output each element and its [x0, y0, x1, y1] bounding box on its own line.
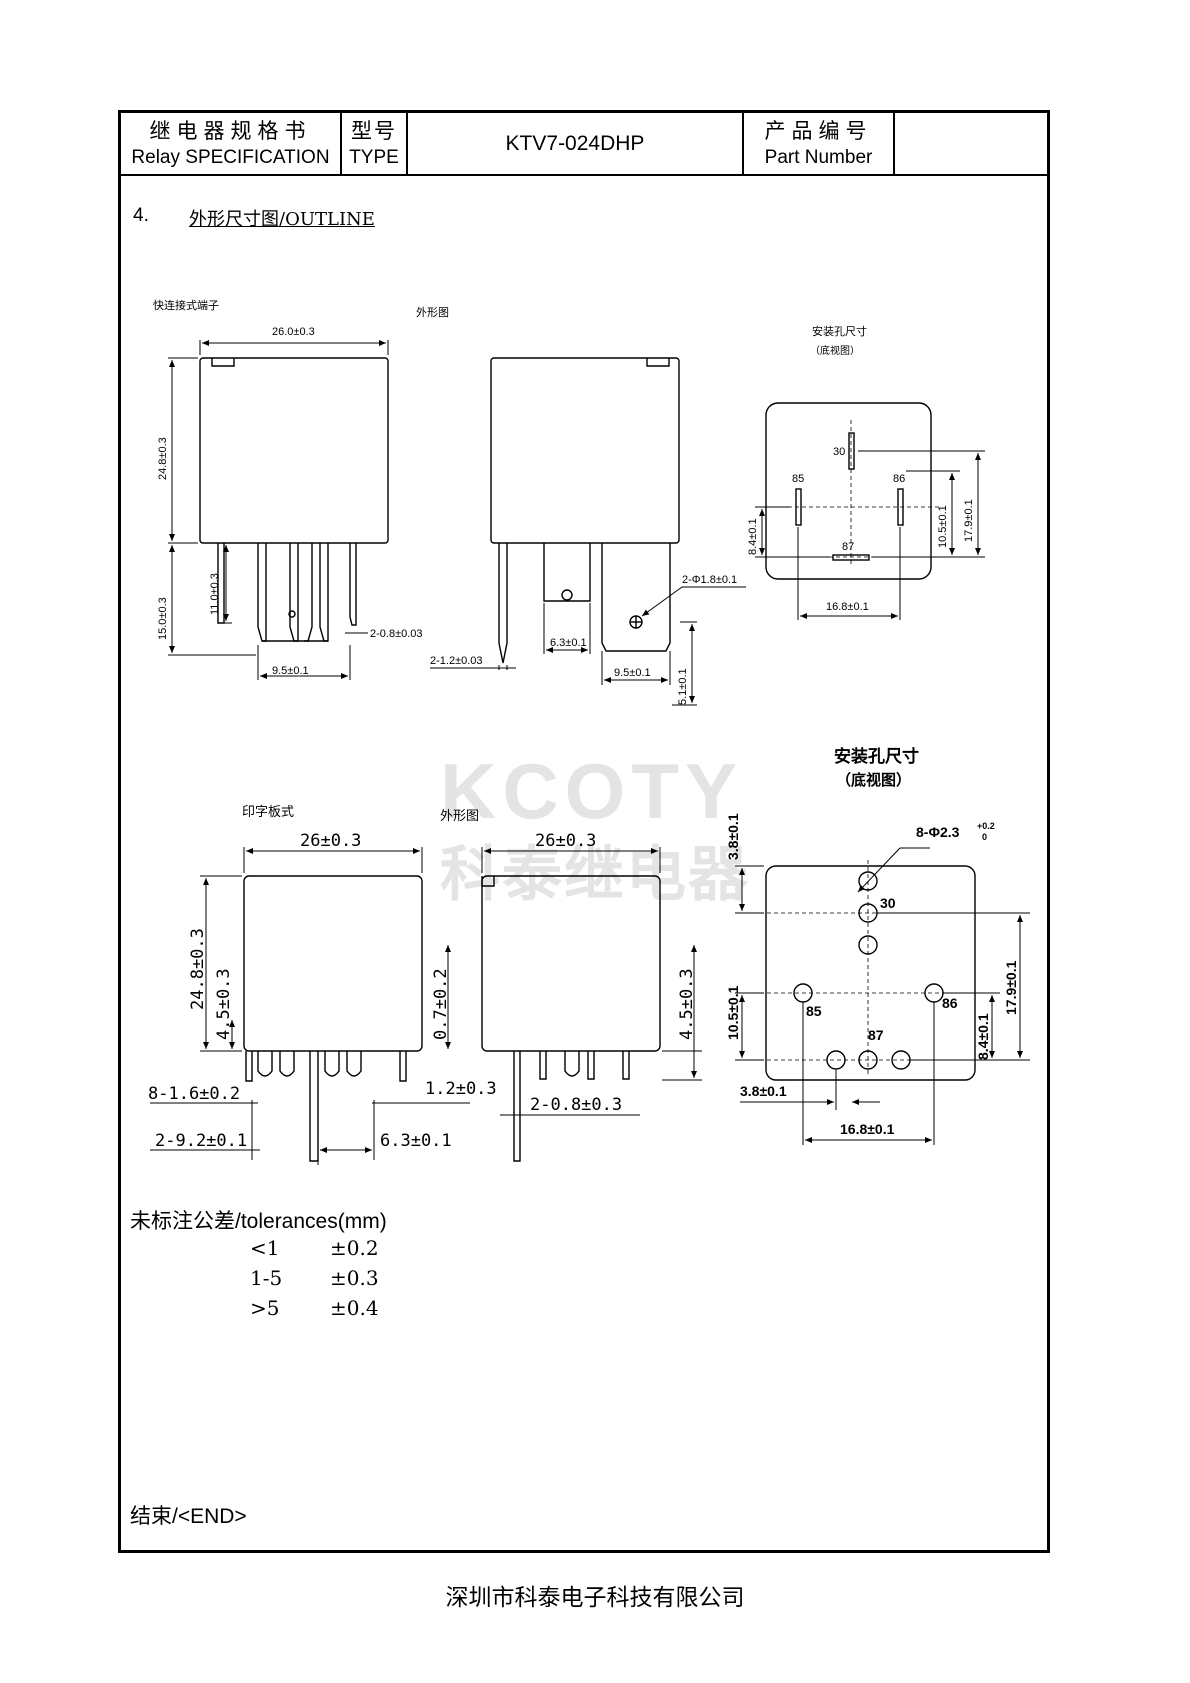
- header-table: 继电器规格书 Relay SPECIFICATION 型号 TYPE KTV7-…: [121, 113, 1047, 176]
- pcb-terminal-view: [243, 875, 423, 1162]
- top-outline-side-view: [490, 357, 680, 664]
- tolerance-range-2: 1-5: [250, 1266, 283, 1290]
- tolerances-title: 未标注公差/tolerances(mm): [130, 1210, 387, 1233]
- dim-top-pin-w2: 2-1.2±0.03: [430, 655, 483, 667]
- dim-top-m-h3: 8.4±0.1: [747, 518, 759, 555]
- watermark-logo: KCOTY: [440, 747, 743, 835]
- header-model-cell: KTV7-024DHP: [408, 113, 744, 174]
- bottom-outline-label: 外形图: [440, 809, 479, 824]
- dim-bot-m-off: 3.8±0.1: [740, 1083, 787, 1099]
- bot-pin-85: 85: [806, 1003, 822, 1019]
- section-number: 4.: [133, 205, 149, 226]
- part-number-label-cn: 产品编号: [764, 118, 873, 143]
- dim-top-pin-w: 2-0.8±0.03: [370, 628, 423, 640]
- dim-bot-pin-t: 1.2±0.3: [425, 1079, 497, 1099]
- dim-bot-holes-tol-up: +0.2: [977, 821, 995, 831]
- dim-bot-holes-tol-low: 0: [982, 832, 987, 842]
- end-marker: 结束/<END>: [130, 1505, 247, 1528]
- bot-pin-87: 87: [868, 1027, 884, 1043]
- dim-top-gap: 6.3±0.1: [550, 637, 587, 649]
- top-pin-30: 30: [833, 446, 845, 458]
- quick-terminal-dims: [168, 340, 389, 680]
- header-pn-cell: 产品编号 Part Number: [744, 113, 895, 174]
- bottom-mount-label: 安装孔尺寸: [834, 746, 919, 766]
- pcb-label: 印字板式: [242, 805, 294, 820]
- dim-bot-top-off: 3.8±0.1: [725, 813, 741, 860]
- dim-bot-m-w: 16.8±0.1: [840, 1121, 895, 1137]
- dim-bot-standoff: 4.5±0.3: [214, 968, 234, 1040]
- type-label-cn: 型号: [351, 118, 397, 143]
- dim-top-height: 24.8±0.3: [157, 437, 169, 480]
- type-label-en: TYPE: [349, 146, 399, 168]
- bot-pin-30: 30: [880, 895, 896, 911]
- dim-top-pin-len: 15.0±0.3: [157, 597, 169, 640]
- dim-top-width: 26.0±0.3: [272, 326, 315, 338]
- dim-bot-pin-w: 8-1.6±0.2: [148, 1084, 240, 1104]
- dim-bot-width: 26±0.3: [300, 831, 361, 851]
- dim-top-tail: 5.1±0.1: [677, 668, 689, 705]
- tolerance-value-2: ±0.3: [330, 1266, 379, 1290]
- model-number: KTV7-024DHP: [505, 131, 645, 155]
- tolerance-range-3: >5: [250, 1296, 280, 1320]
- quick-terminal-view: [199, 357, 389, 642]
- company-footer: 深圳市科泰电子科技有限公司: [445, 1585, 745, 1611]
- top-pin-85: 85: [792, 473, 804, 485]
- bot-pin-86: 86: [942, 995, 958, 1011]
- spec-sheet-frame: 继电器规格书 Relay SPECIFICATION 型号 TYPE KTV7-…: [118, 110, 1050, 1553]
- bottom-mount-holes-view: [765, 865, 976, 1081]
- dim-bot-m-h3: 8.4±0.1: [975, 1013, 991, 1060]
- dim-bot-holes: 8-Φ2.3: [916, 824, 960, 840]
- top-bottom-view-label: （底视图）: [810, 344, 860, 357]
- top-mount-holes-view: [765, 402, 932, 580]
- dim-top-pin-len2: 11.0±0.3: [209, 573, 221, 615]
- header-spec-cell: 继电器规格书 Relay SPECIFICATION: [121, 113, 342, 174]
- section-title: 外形尺寸图/OUTLINE: [189, 209, 375, 230]
- dim-bot-height: 24.8±0.3: [188, 928, 208, 1010]
- dim-bot-width2: 26±0.3: [535, 831, 596, 851]
- header-type-cell: 型号 TYPE: [342, 113, 408, 174]
- dim-bot-standoff3: 4.5±0.3: [677, 968, 697, 1040]
- top-mount-label: 安装孔尺寸: [812, 324, 867, 338]
- tolerance-value-3: ±0.4: [330, 1296, 379, 1320]
- top-pin-86: 86: [893, 473, 905, 485]
- top-pin-87: 87: [842, 541, 854, 553]
- dim-top-m-w: 16.8±0.1: [826, 601, 869, 613]
- dim-top-m-h2: 17.9±0.1: [963, 499, 975, 542]
- dim-bot-gap: 6.3±0.1: [380, 1131, 452, 1151]
- spec-title-en: Relay SPECIFICATION: [131, 146, 330, 168]
- dim-top-hole: 2-Φ1.8±0.1: [682, 574, 737, 586]
- spec-title-cn: 继电器规格书: [149, 118, 312, 143]
- dim-bot-pitch: 2-9.2±0.1: [155, 1131, 247, 1151]
- tolerance-range-1: <1: [250, 1236, 280, 1260]
- dim-bot-pin-w2: 2-0.8±0.3: [530, 1095, 622, 1115]
- tolerance-value-1: ±0.2: [330, 1236, 379, 1260]
- bottom-bottom-view-label: （底视图）: [836, 771, 911, 789]
- dim-top-pitch2: 9.5±0.1: [614, 667, 651, 679]
- dim-top-m-h1: 10.5±0.1: [937, 505, 949, 548]
- top-outline-label: 外形图: [416, 306, 449, 319]
- dim-bot-m-h1: 10.5±0.1: [725, 985, 741, 1040]
- dim-top-pitch: 9.5±0.1: [272, 665, 309, 677]
- quick-terminal-label: 快连接式端子: [153, 299, 219, 312]
- dim-bot-m-h2: 17.9±0.1: [1003, 960, 1019, 1015]
- bottom-outline-side-view: [481, 875, 661, 1162]
- part-number-label-en: Part Number: [764, 146, 873, 168]
- dim-bot-standoff2: 0.7±0.2: [431, 968, 451, 1040]
